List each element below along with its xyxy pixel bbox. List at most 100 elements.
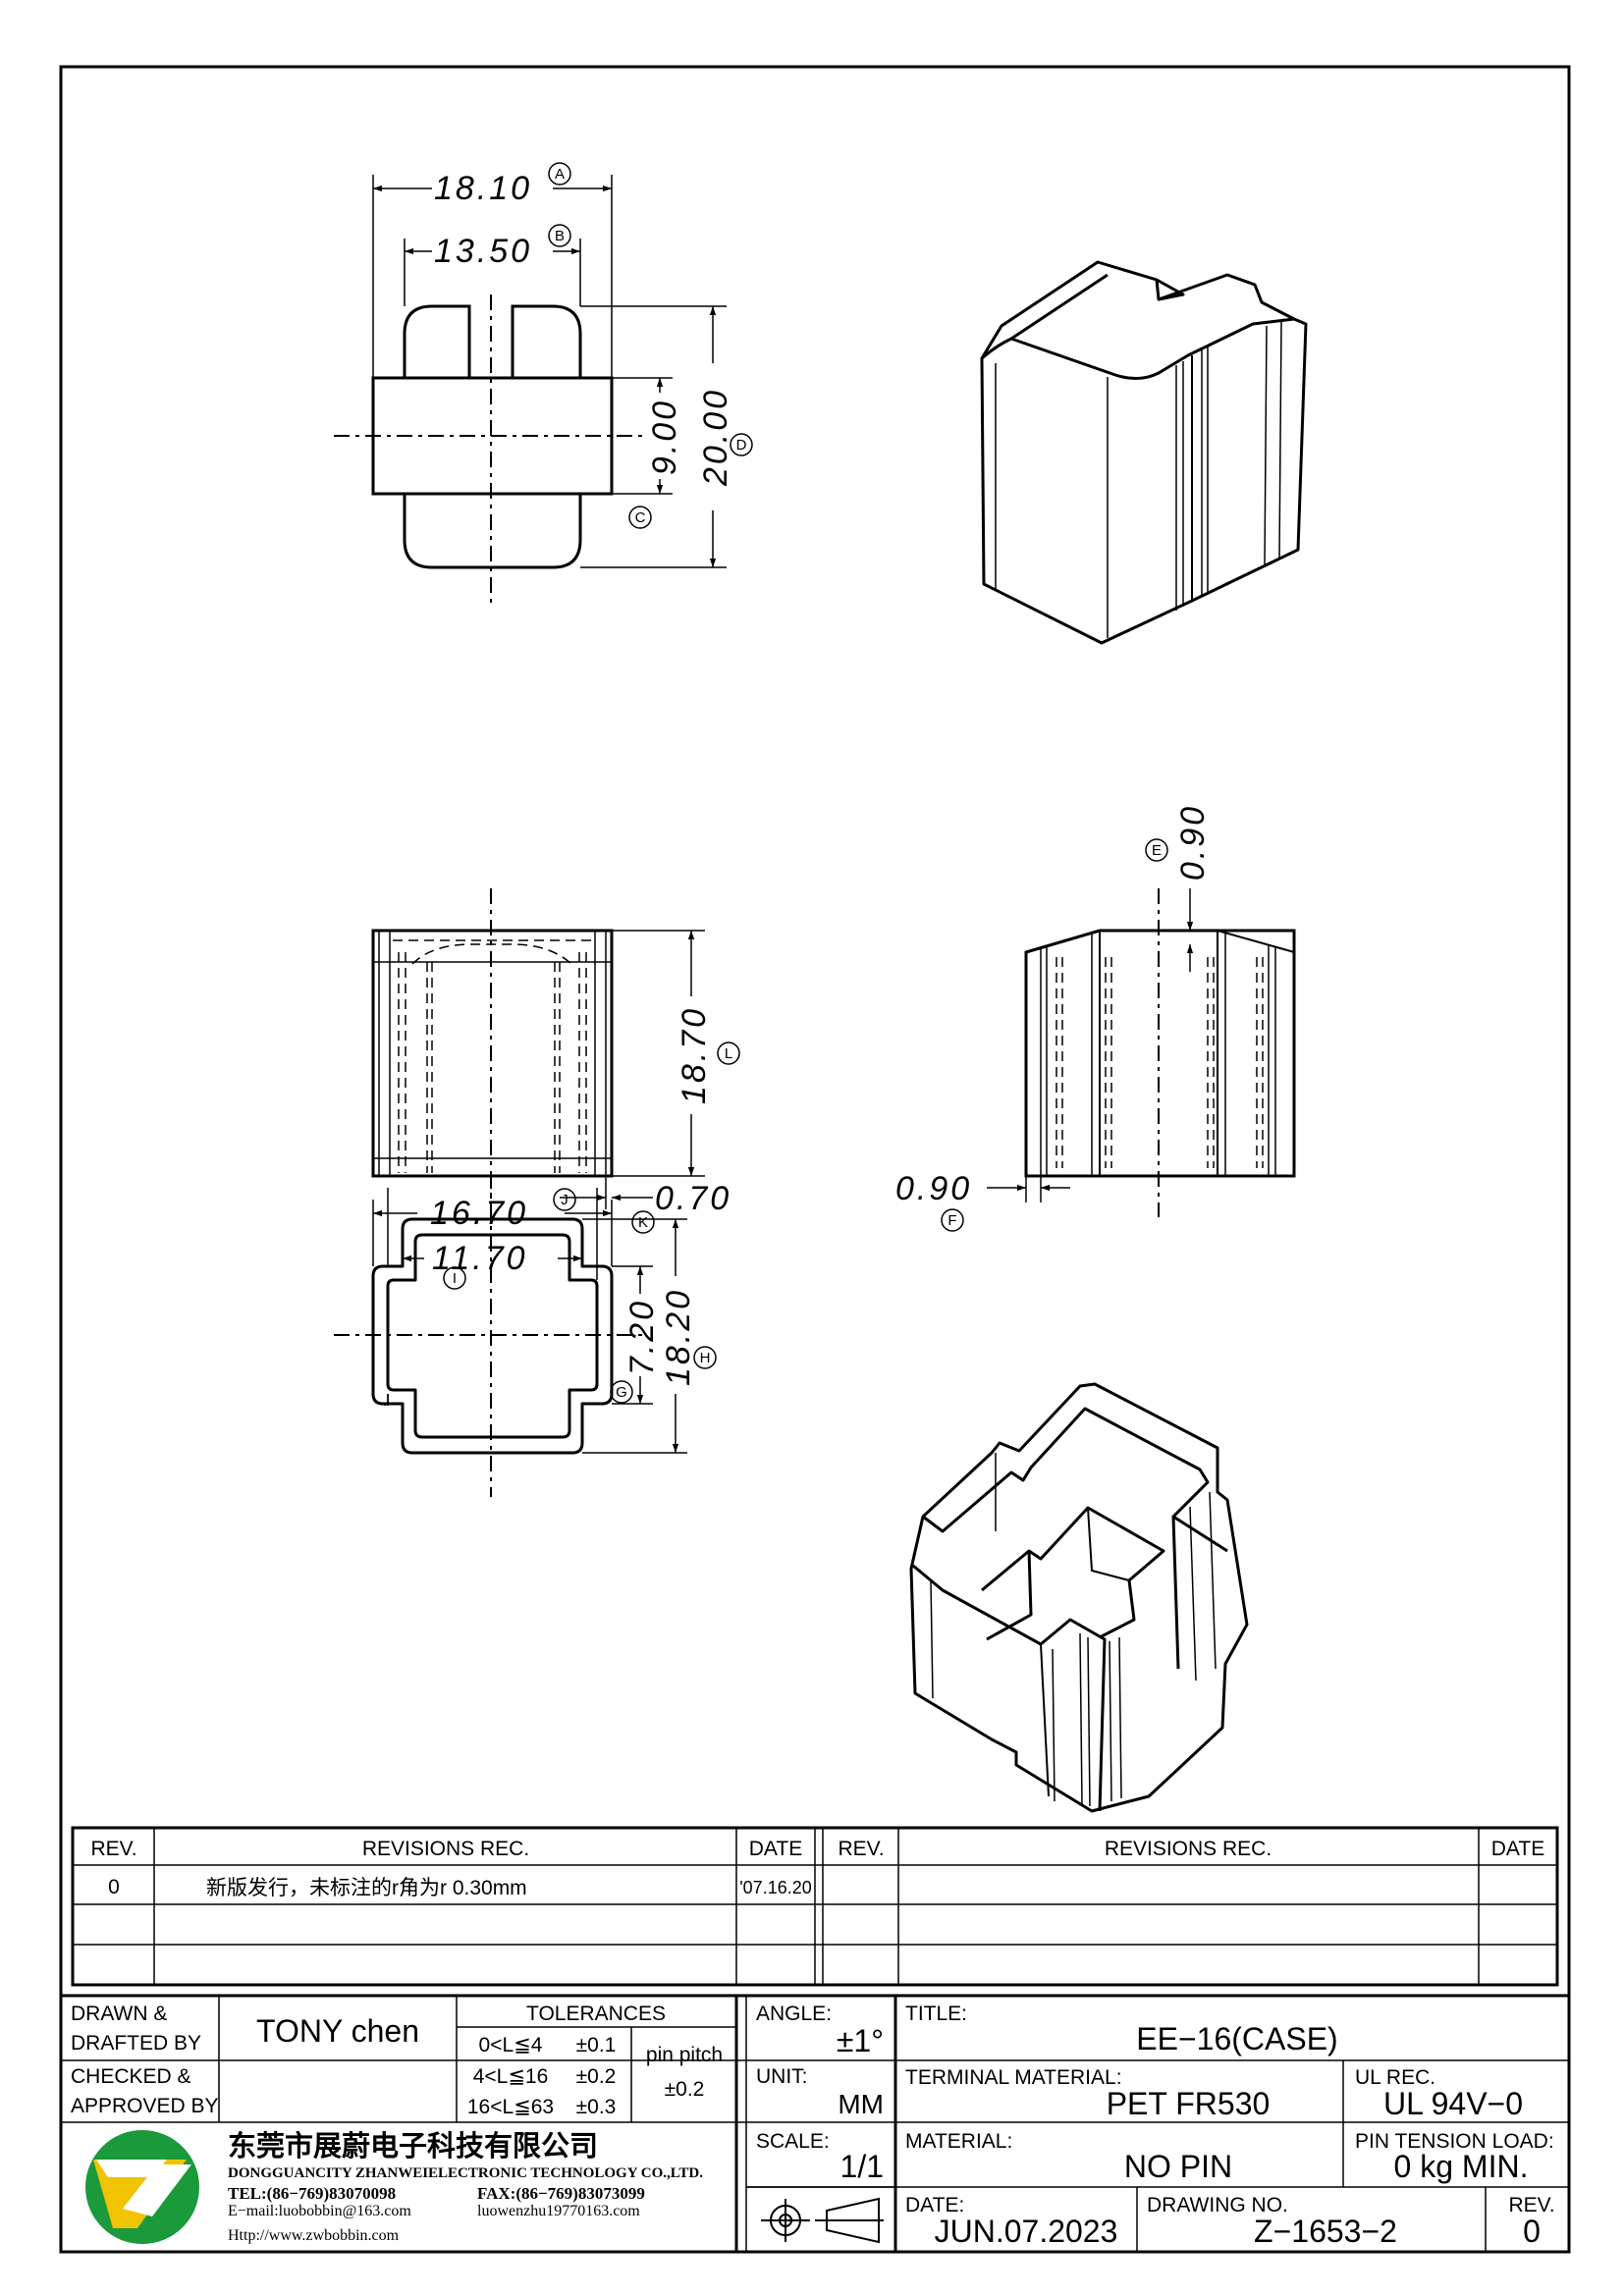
iso-view-top [980,260,1308,645]
dim-j-text: 16.70 [430,1195,528,1232]
date-label: DATE: [905,2194,964,2216]
side-view-dashed [1056,957,1264,1168]
dim-c-text: 9.00 [646,399,683,475]
revision-0-number: 0 [108,1876,120,1898]
tolerance-range-2: 4<L≦16 [473,2065,549,2088]
bottom-view-dimension-lines-real [372,1200,687,1454]
iso-view-bottom [909,1382,1249,1813]
bottom-view-dims-main [387,1394,389,1404]
dim-a-ref: A [555,166,565,183]
drawn-label-2: DRAFTED BY [71,2032,201,2055]
ul-rec-label: UL REC. [1355,2066,1435,2089]
company-website: Http://www.zwbobbin.com [228,2227,400,2244]
dim-d-ref: D [736,437,747,454]
bottom-view-dim-labels: 16.70 J 11.70 I 18.20 H 7.20 G [430,1188,717,1404]
iso-view-bottom-edges [930,1453,1217,1807]
title-label: TITLE: [905,2002,967,2025]
top-view-dims [372,175,727,568]
bottom-view-dim-geometry [384,1266,385,1406]
front-view-dim-labels: 18.70 L 0.70 K [631,1006,740,1234]
top-view-dim-labels: 18.10 A 13.50 B 20.00 D 9.00 C [434,162,753,529]
dim-l-text: 18.70 [676,1006,713,1104]
front-view [371,929,614,1178]
company-tel: TEL:(86−769)83070098 [228,2184,396,2203]
unit-label: UNIT: [756,2065,808,2088]
rev-value: 0 [1523,2214,1541,2249]
material-value: NO PIN [1124,2149,1232,2184]
dim-g-ref: G [616,1384,627,1401]
tolerance-range-3: 16<L≦63 [467,2096,554,2118]
dim-h-ref: H [700,1350,711,1366]
material-label: MATERIAL: [905,2130,1012,2153]
front-view-hidden [373,931,612,1176]
title-block-text: DRAWN & DRAFTED BY TONY chen CHECKED & A… [71,2002,1555,2249]
side-view-dim-labels: 0.90 E 0.90 F [895,804,1212,1232]
rev-header-left: REV. [90,1838,136,1860]
company-email-1: E−mail:luobobbin@163.com [228,2203,411,2219]
angle-label: ANGLE: [756,2002,832,2025]
scale-value: 1/1 [840,2149,884,2184]
tolerance-value-1: ±0.1 [576,2034,617,2056]
tolerances-label: TOLERANCES [526,2002,666,2025]
front-view-dims [560,930,705,1209]
rev-label: REV. [1508,2194,1554,2216]
dim-g-text: 7.20 [623,1299,661,1375]
dim-e-text: 0.90 [1174,804,1212,881]
revision-table [71,1826,1559,1987]
checked-label-2: APPROVED BY [71,2095,219,2117]
revision-0-date: '07.16.20 [739,1878,812,1897]
terminal-material-label: TERMINAL MATERIAL: [905,2066,1122,2089]
bottom-view-centerlines [334,1173,648,1497]
pin-tension-value: 0 kg MIN. [1394,2149,1529,2184]
top-view-centerlines [334,294,648,609]
drawing-no-label: DRAWING NO. [1147,2194,1288,2216]
ul-rec-value: UL 94V−0 [1383,2086,1523,2121]
dim-e-ref: E [1152,842,1162,859]
date-header-right: DATE [1491,1838,1544,1860]
bottom-view-dims [384,1404,389,1406]
unit-value: MM [838,2089,884,2119]
drawing-no-value: Z−1653−2 [1254,2214,1397,2249]
dim-b-ref: B [555,228,565,244]
dim-f-text: 0.90 [895,1170,972,1207]
rev-header-right: REV. [838,1838,884,1860]
checked-label-1: CHECKED & [71,2065,191,2088]
bottom-view-dims-visible-final [373,1406,385,1414]
date-header-left: DATE [749,1838,802,1860]
company-name-cn: 东莞市展蔚电子科技有限公司 [228,2129,598,2163]
dim-b-text: 13.50 [434,233,532,270]
front-view-dashed [393,939,591,1173]
iso-view-top-edges [995,321,1282,638]
dim-f-ref: F [947,1212,956,1229]
dim-a-text: 18.10 [434,170,532,207]
tolerance-value-3: ±0.3 [576,2096,617,2118]
revisions-header-right: REVISIONS REC. [1105,1838,1272,1860]
scale-label: SCALE: [756,2130,830,2153]
dim-h-text: 18.20 [660,1288,697,1386]
terminal-material-value: PET FR530 [1107,2086,1271,2121]
dim-i-ref: I [453,1270,457,1287]
pin-tension-label: PIN TENSION LOAD: [1355,2130,1554,2153]
dim-l-ref: L [725,1045,732,1062]
drawn-label-1: DRAWN & [71,2002,167,2025]
side-view [1024,929,1296,1178]
company-logo-icon [85,2130,199,2244]
dim-k-text: 0.70 [655,1180,731,1217]
company-info: 东莞市展蔚电子科技有限公司 DONGGUANCITY ZHANWEIELECTR… [228,2129,703,2244]
company-email-2: luowenzhu19770163.com [477,2203,640,2219]
projection-symbol-icon [761,2197,884,2244]
title-block [59,1994,1571,2254]
pin-pitch-tolerance: ±0.2 [665,2078,705,2101]
revision-table-text: REV. REVISIONS REC. DATE REV. REVISIONS … [90,1838,1544,1899]
pin-pitch-label: pin pitch [646,2044,723,2066]
company-name-en: DONGGUANCITY ZHANWEIELECTRONIC TECHNOLOG… [228,2165,703,2181]
title-value: EE−16(CASE) [1136,2021,1337,2056]
dim-k-ref: K [638,1214,648,1231]
dim-d-text: 20.00 [697,388,734,487]
side-view-dims [987,888,1194,1202]
side-view-lines [1040,933,1276,1176]
bottom-view [371,1217,614,1455]
revision-0-text: 新版发行，未标注的r角为r 0.30mm [206,1877,527,1899]
company-fax: FAX:(86−769)83073099 [477,2184,645,2203]
